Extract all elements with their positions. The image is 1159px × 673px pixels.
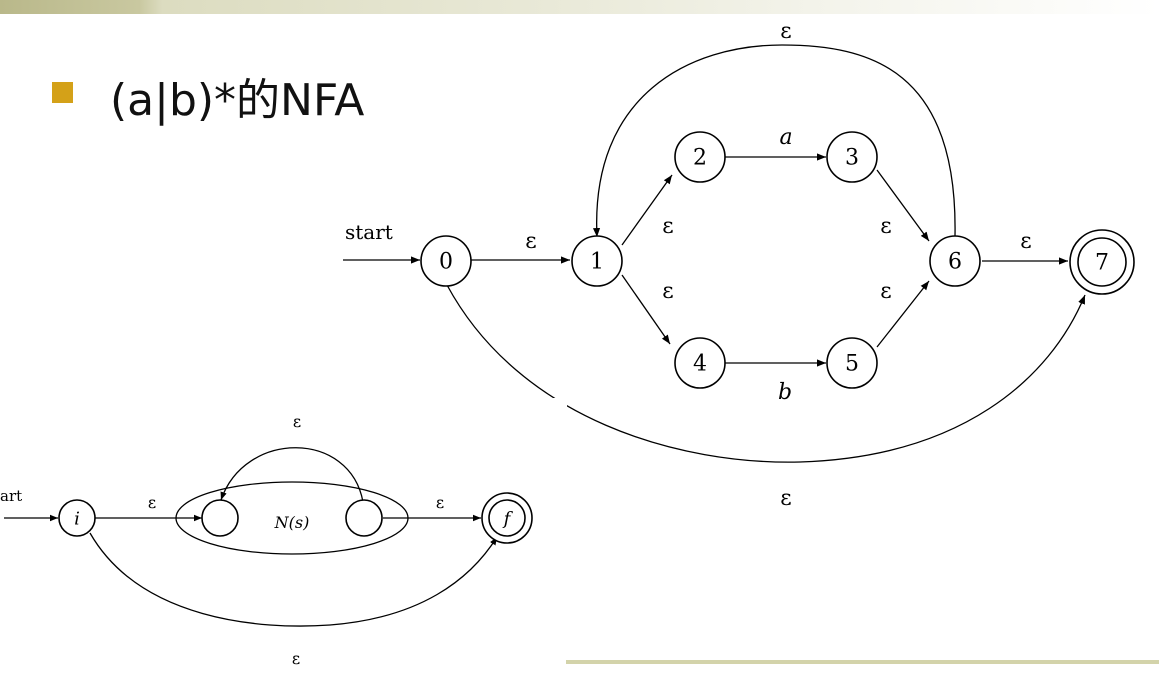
template-inner-start-state	[201, 499, 239, 537]
state-4: 4	[674, 337, 726, 389]
state-7-accepting: 7	[1069, 229, 1135, 295]
edge-label-2-3: a	[779, 125, 792, 150]
bullet-marker	[52, 82, 73, 103]
state-label-0: 0	[439, 250, 453, 275]
template-label-i-inner: ε	[148, 493, 156, 512]
edge-label-6-7: ε	[1020, 229, 1031, 254]
edge-label-0-1: ε	[525, 229, 536, 254]
template-edge-bypass	[89, 532, 498, 627]
slide-top-bar	[0, 0, 1159, 14]
template-label-inner-f: ε	[436, 493, 444, 512]
template-inner-label: N(s)	[274, 513, 310, 532]
edge-label-1-4: ε	[662, 279, 673, 304]
template-inner-end-state	[345, 499, 383, 537]
state-1: 1	[571, 235, 623, 287]
template-state-i	[58, 499, 96, 537]
edge-label-3-6: ε	[880, 214, 891, 239]
edge-label-6-1: ε	[780, 19, 791, 44]
edge-1-2	[621, 174, 673, 246]
edge-6-1-loop	[592, 44, 956, 238]
state-label-7: 7	[1095, 251, 1109, 276]
template-inner-ellipse	[175, 481, 409, 555]
state-label-2: 2	[693, 146, 707, 171]
edge-5-6	[876, 280, 930, 348]
edge-3-6	[876, 169, 930, 242]
edge-1-4	[621, 274, 671, 345]
state-2: 2	[674, 131, 726, 183]
state-label-1: 1	[590, 250, 604, 275]
state-0: 0	[420, 235, 472, 287]
edge-label-1-2: ε	[662, 214, 673, 239]
state-label-6: 6	[948, 250, 962, 275]
template-state-f-inner	[488, 499, 526, 537]
state-label-3: 3	[845, 146, 859, 171]
state-3: 3	[826, 131, 878, 183]
nfa-main: start ε ε a ε ε b ε ε ε ε 0 1	[343, 19, 1135, 511]
template-start-label: art	[0, 487, 22, 505]
edge-label-5-6: ε	[880, 279, 891, 304]
slide-title: (a|b)*的NFA	[110, 75, 365, 126]
nfa-template: art i N(s) f ε ε ε ε	[0, 412, 533, 668]
template-state-i-label: i	[74, 509, 80, 530]
edge-label-4-5: b	[778, 380, 792, 405]
state-label-4: 4	[693, 352, 707, 377]
arc-gap	[549, 398, 567, 412]
state-6: 6	[929, 235, 981, 287]
template-edge-loop	[220, 447, 364, 503]
edge-0-7-bypass	[446, 284, 1086, 463]
edge-label-0-7: ε	[780, 486, 791, 511]
state-label-5: 5	[845, 352, 859, 377]
start-label: start	[345, 220, 393, 244]
slide-bottom-rule	[566, 660, 1159, 664]
template-label-loop: ε	[293, 412, 301, 431]
template-label-bypass: ε	[292, 649, 300, 668]
state-5: 5	[826, 337, 878, 389]
